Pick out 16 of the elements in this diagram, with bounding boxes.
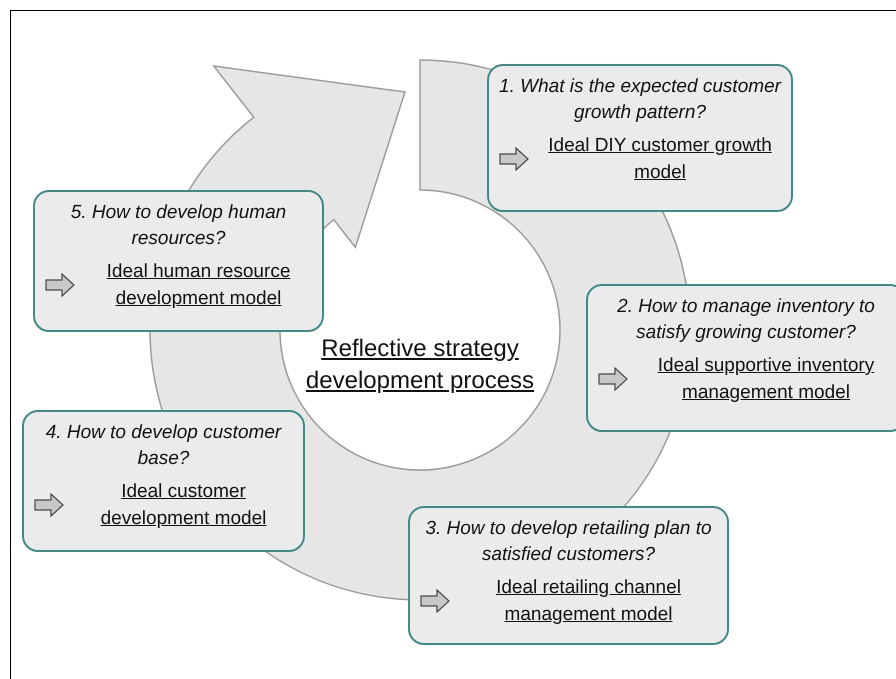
model-name: Ideal DIY customer growth model bbox=[547, 134, 773, 185]
model-name: Ideal human resource development model bbox=[106, 260, 292, 311]
model-name: Ideal supportive inventory management model bbox=[656, 354, 876, 405]
question-text: 1. What is the expected customer growth pattern? bbox=[499, 75, 781, 125]
center-title: Reflective strategy development process bbox=[304, 334, 536, 396]
model-name: Ideal retailing channel management model bbox=[495, 576, 682, 627]
question-card bbox=[487, 64, 793, 212]
question-text: 3. How to develop retailing plan to satisfied customers? bbox=[424, 517, 713, 567]
question-card bbox=[408, 506, 729, 645]
model-name: Ideal customer development model bbox=[100, 480, 268, 531]
question-text: 5. How to develop human resources? bbox=[70, 201, 288, 251]
question-text: 4. How to develop customer base? bbox=[44, 421, 283, 471]
question-card bbox=[22, 410, 305, 552]
question-text: 2. How to manage inventory to satisfy growing customer? bbox=[616, 295, 876, 345]
question-card bbox=[586, 284, 896, 432]
question-card bbox=[33, 190, 324, 332]
